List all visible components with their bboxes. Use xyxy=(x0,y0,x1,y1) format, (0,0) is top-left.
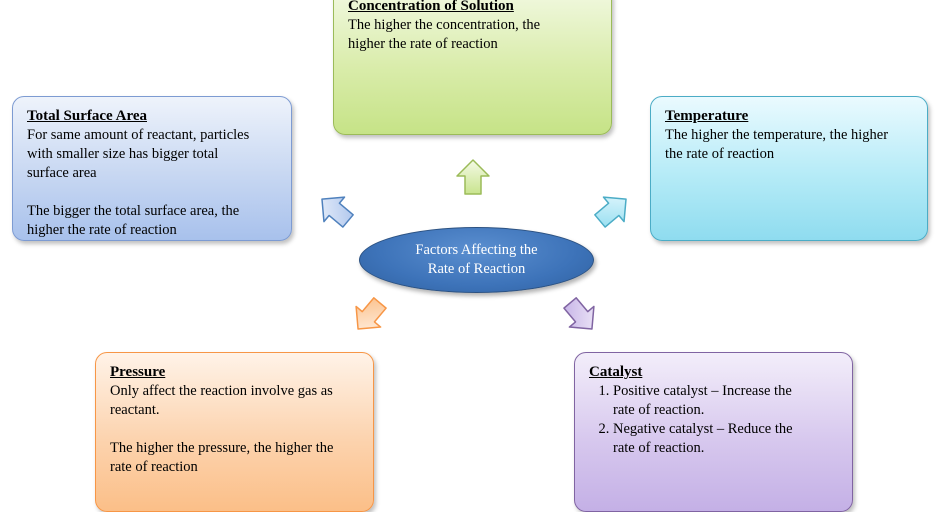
surface-area-title: Total Surface Area xyxy=(27,108,147,124)
temperature-text: The higher the temperature, the higher t… xyxy=(665,127,889,162)
temperature-box: Temperature The higher the temperature, … xyxy=(650,96,928,241)
surface-area-text-2: The bigger the total surface area, the h… xyxy=(27,203,240,238)
arrow-up-right-icon xyxy=(594,196,627,228)
catalyst-title: Catalyst xyxy=(589,364,643,380)
arrow-up-left-icon xyxy=(321,196,354,228)
concentration-box: Concentration of Solution The higher the… xyxy=(333,0,612,135)
center-label-line-2: Rate of Reaction xyxy=(427,261,526,277)
surface-area-text-1: For same amount of reactant, particles w… xyxy=(27,127,250,181)
pressure-text-2: The higher the pressure, the higher the … xyxy=(110,440,334,475)
temperature-title: Temperature xyxy=(665,108,749,124)
pressure-title: Pressure xyxy=(110,364,166,380)
center-ellipse: Factors Affecting the Rate of Reaction xyxy=(359,227,594,293)
arrow-up-icon xyxy=(456,159,490,195)
catalyst-item: Negative catalyst – Reduce the rate of r… xyxy=(613,420,838,458)
arrow-down-left-icon xyxy=(355,297,387,330)
concentration-title: Concentration of Solution xyxy=(348,0,514,14)
center-label-line-1: Factors Affecting the xyxy=(415,242,538,258)
pressure-text-1: Only affect the reaction involve gas as … xyxy=(110,383,333,418)
arrow-down-right-icon xyxy=(563,297,595,330)
concentration-text: The higher the concentration, the higher… xyxy=(348,17,541,52)
surface-area-box: Total Surface Area For same amount of re… xyxy=(12,96,292,241)
pressure-box: Pressure Only affect the reaction involv… xyxy=(95,352,374,512)
catalyst-box: Catalyst Positive catalyst – Increase th… xyxy=(574,352,853,512)
catalyst-list: Positive catalyst – Increase the rate of… xyxy=(589,382,838,458)
catalyst-item: Positive catalyst – Increase the rate of… xyxy=(613,382,838,420)
